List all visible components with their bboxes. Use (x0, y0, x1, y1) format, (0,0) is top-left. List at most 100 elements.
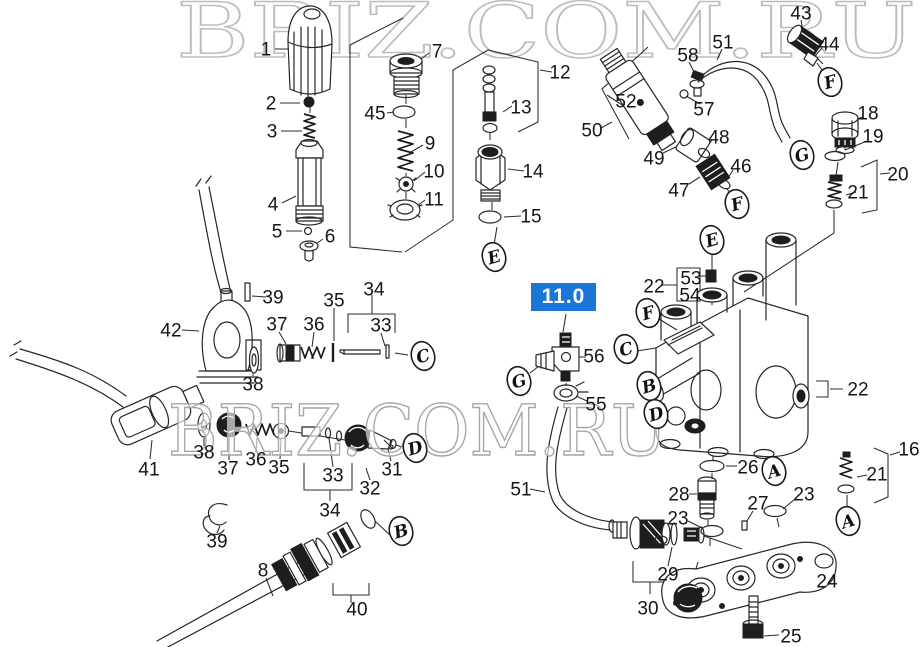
part-26-oring (699, 459, 725, 473)
callout-letter: A (763, 461, 783, 484)
hose-51 (697, 60, 791, 143)
callout-letter: E (484, 246, 504, 269)
callout-oval (410, 340, 436, 372)
part-label-55: 55 (585, 395, 606, 416)
part-label-24: 24 (816, 572, 838, 593)
part-label-15: 15 (520, 207, 541, 228)
watermark-middle-layer: BRIZ.COM.RU (167, 389, 668, 472)
callout-oval (481, 241, 507, 273)
part-label-58: 58 (677, 46, 698, 67)
callout-letter: D (404, 437, 425, 461)
callout-G: G (506, 365, 532, 397)
callout-oval (613, 333, 639, 365)
part-label-10: 10 (423, 162, 444, 183)
callout-oval (699, 224, 725, 256)
head-group (612, 451, 855, 639)
callout-E: E (699, 224, 725, 256)
part-5-ball (303, 226, 313, 236)
part-label-12: 12 (549, 63, 570, 84)
part-23b-oring (763, 504, 787, 518)
part-21-oring (825, 199, 843, 209)
nozzle-group (475, 65, 506, 224)
part-label-37: 37 (266, 315, 287, 336)
part-label-30: 30 (637, 599, 658, 620)
part-label-56: 56 (583, 347, 604, 368)
part-label-50: 50 (581, 121, 602, 142)
unloader-group (599, 47, 791, 191)
part-label-8: 8 (258, 561, 269, 582)
part-label-29: 29 (657, 565, 678, 586)
part-label-4: 4 (268, 195, 279, 216)
callout-letter: D (645, 403, 666, 427)
part-label-32: 32 (359, 479, 380, 500)
part-2-nut (303, 96, 315, 108)
callout-F: F (817, 66, 843, 98)
callout-D: D (402, 432, 428, 464)
highlight-badge-text: 11.0 (541, 285, 586, 308)
part-label-22: 22 (847, 380, 868, 401)
callout-letter: B (639, 375, 659, 398)
callout-A: A (835, 505, 861, 537)
part-label-21: 21 (847, 183, 868, 204)
part-45-oring (392, 105, 416, 119)
callout-E: E (481, 241, 507, 273)
part-label-19: 19 (862, 127, 883, 148)
callout-A: A (761, 455, 787, 487)
callout-oval (635, 297, 661, 329)
part-label-2: 2 (266, 94, 277, 115)
callout-oval (835, 505, 861, 537)
part-label-39: 39 (262, 288, 283, 309)
part-label-38: 38 (193, 443, 214, 464)
callout-oval (402, 432, 428, 464)
part-label-36: 36 (303, 315, 324, 336)
part-label-39: 39 (206, 532, 227, 553)
callout-oval (817, 66, 843, 98)
knob-group (287, 5, 333, 262)
callout-letter: E (702, 229, 722, 252)
part-23-oring (700, 524, 724, 538)
part-40-oring (360, 509, 376, 529)
part-label-48: 48 (708, 128, 729, 149)
part-57-oring (679, 89, 689, 99)
callout-B: B (388, 515, 414, 547)
part-label-23: 23 (793, 485, 814, 506)
callout-oval (724, 188, 750, 220)
callout-B: B (636, 370, 662, 402)
part-label-38: 38 (242, 375, 263, 396)
part-label-35: 35 (268, 458, 289, 479)
part-label-35: 35 (323, 291, 344, 312)
part-label-22: 22 (643, 277, 664, 298)
callout-letter: C (414, 345, 433, 368)
part-label-9: 9 (425, 134, 436, 155)
callout-oval (388, 515, 414, 547)
part-label-6: 6 (325, 227, 336, 248)
part-label-53: 53 (680, 269, 701, 290)
part-label-33: 33 (322, 466, 343, 487)
gun-valve-group (9, 340, 397, 536)
callout-letter: A (837, 511, 857, 534)
part-label-23: 23 (667, 509, 688, 530)
part-label-1: 1 (261, 40, 272, 61)
part-3-spring (303, 113, 316, 139)
callout-letter: B (391, 520, 411, 543)
part-label-44: 44 (818, 35, 840, 56)
part-label-46: 46 (730, 157, 751, 178)
callout-letter: G (793, 144, 812, 167)
part-label-27: 27 (747, 494, 768, 515)
part-label-57: 57 (693, 100, 714, 121)
callout-oval (789, 139, 815, 171)
highlight-badge: 11.0 (531, 283, 596, 311)
plug-18-21-group (824, 111, 859, 209)
callout-D: D (643, 398, 669, 430)
line-art (9, 5, 901, 647)
callout-F: F (635, 297, 661, 329)
part-39-hook (202, 503, 228, 536)
part-label-40: 40 (346, 600, 367, 621)
fitting-43-44-group (786, 24, 824, 67)
callout-oval (643, 398, 669, 430)
part-label-41: 41 (138, 460, 159, 481)
